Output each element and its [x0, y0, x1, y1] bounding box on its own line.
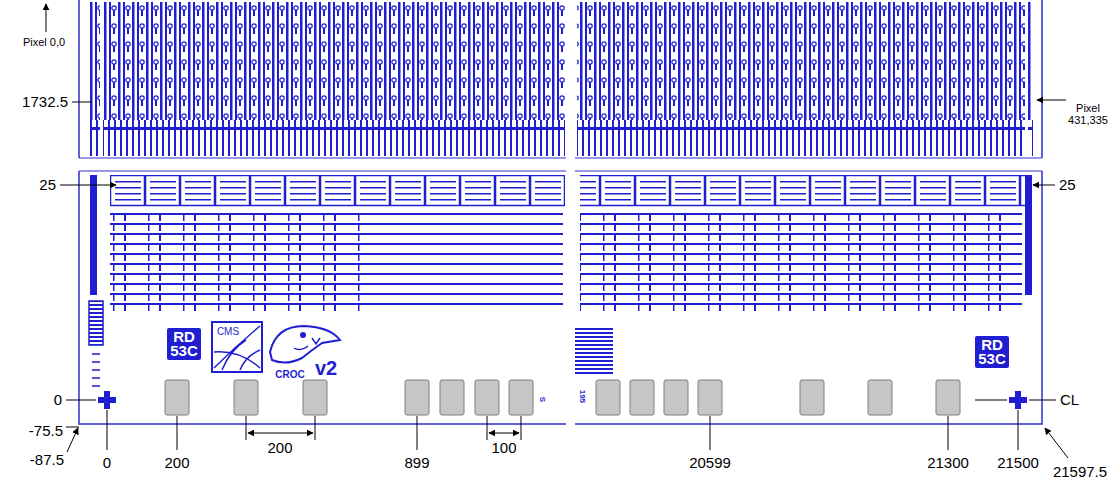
dimension-label: 25 — [1059, 177, 1076, 194]
side-bar — [1025, 175, 1032, 295]
break-gap — [70, 158, 1055, 171]
leader-lines — [46, 4, 1068, 458]
pixel-matrix — [577, 2, 1033, 120]
centerline-cross — [1009, 391, 1027, 409]
pad-text: S — [538, 396, 547, 401]
dimension-label: 20599 — [689, 455, 731, 472]
pixel-label: Pixel 0,0 — [23, 36, 65, 48]
inner-edge — [100, 2, 103, 156]
pixel-comb — [577, 120, 1033, 156]
logo-text: CROC — [275, 369, 304, 380]
callout-label: CL — [1060, 392, 1079, 409]
pad-row — [165, 380, 960, 415]
dimension-label: 100 — [491, 440, 516, 457]
dimension-label: 200 — [267, 440, 292, 457]
cms-logo-lines — [214, 326, 260, 370]
croc-teeth — [294, 338, 320, 350]
origin-cross — [98, 391, 116, 409]
periphery-logic — [110, 213, 365, 313]
dimension-label: 899 — [404, 455, 429, 472]
ladder-dashes — [92, 354, 100, 386]
periphery-logic — [580, 213, 1022, 313]
ladder-block — [89, 301, 103, 345]
bus-line — [577, 127, 1033, 130]
dimension-label: -87.5 — [30, 452, 64, 469]
dimension-label: 1732.5 — [22, 94, 68, 111]
dimension-label: 0 — [54, 392, 62, 409]
chip-outline — [79, 0, 1042, 424]
croc-eye — [300, 332, 306, 338]
logo-text: CMS — [217, 326, 239, 337]
inner-edge — [1025, 2, 1028, 156]
periphery-block — [110, 175, 565, 207]
dimension-label: 200 — [164, 455, 189, 472]
logo-text: RD 53C — [167, 328, 201, 361]
logo-text: v2 — [315, 357, 337, 379]
pixel-label: Pixel 431,335 — [1068, 102, 1108, 126]
logo-text: RD 53C — [975, 336, 1009, 369]
break-lines — [79, 158, 1042, 171]
pad-text: 195 — [578, 389, 587, 402]
dimension-label: 21597.5 — [1053, 464, 1107, 481]
stripe-block — [575, 328, 613, 374]
dimension-label: 21500 — [997, 455, 1039, 472]
periphery-lines — [365, 213, 563, 313]
break-gap — [566, 0, 575, 426]
dimension-label: 0 — [103, 455, 111, 472]
dimension-label: 21300 — [927, 455, 969, 472]
bus-line — [90, 127, 565, 130]
side-bar — [90, 175, 97, 295]
dimension-label: 25 — [39, 177, 56, 194]
pixel-matrix — [90, 2, 565, 120]
pixel-comb — [90, 120, 565, 156]
dimension-label: -75.5 — [29, 423, 63, 440]
periphery-block — [580, 175, 1025, 207]
cms-logo-frame — [212, 322, 262, 372]
